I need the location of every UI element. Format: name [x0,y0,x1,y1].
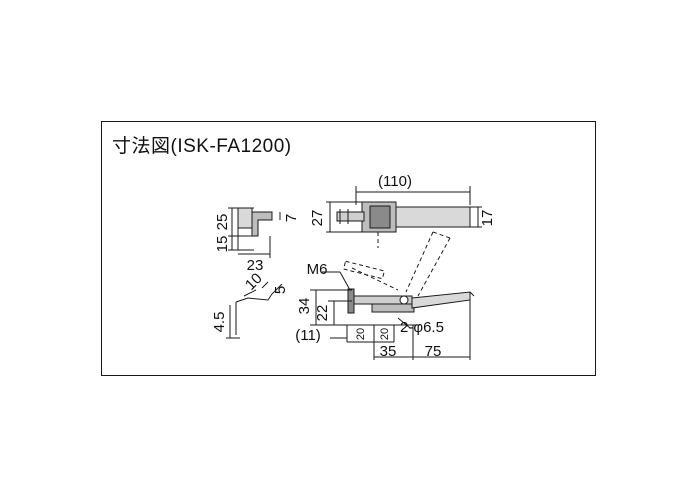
dim-34: 34 [296,298,313,315]
dim-15: 15 [214,236,231,253]
dim-75: 75 [425,343,442,360]
drawing-title: 寸法図(ISK-FA1200) [112,136,292,157]
dim-17: 17 [479,210,496,227]
top-view [326,186,482,297]
detail-lower [226,281,283,339]
side-view [310,260,475,360]
dim-5: 5 [272,286,289,294]
dim-25: 25 [214,214,231,231]
dim-110: (110) [378,173,412,190]
dim-7: 7 [283,214,300,222]
dim-11: (11) [295,327,321,344]
hole-callout: 2-φ6.5 [400,319,444,336]
dim-20-right: 20 [379,328,391,340]
dim-20-left: 20 [355,328,367,340]
label-m6: M6 [307,261,328,278]
dim-35: 35 [380,343,397,360]
dim-23: 23 [247,257,264,274]
drawing-frame [101,121,596,376]
dim-4-5: 4.5 [211,312,228,333]
detail-upper [228,207,281,258]
dim-27: 27 [309,210,326,227]
dim-22: 22 [314,305,331,322]
